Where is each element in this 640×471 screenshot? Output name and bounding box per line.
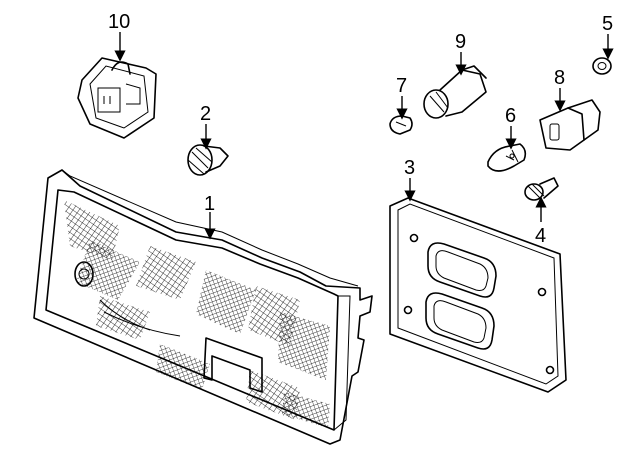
wedge-bulb-part (389, 115, 413, 135)
connector-bracket-part (77, 57, 157, 139)
leader-lines (114, 32, 614, 240)
socket-bulb-part (423, 65, 487, 119)
callout-7: 7 (396, 75, 407, 97)
bulb-part (487, 143, 527, 172)
callout-9: 9 (455, 31, 466, 53)
callout-1: 1 (204, 193, 215, 215)
callout-3: 3 (404, 157, 415, 179)
callout-5: 5 (602, 13, 613, 35)
callout-6: 6 (505, 105, 516, 127)
callout-4: 4 (535, 225, 546, 247)
push-retainer-part (524, 177, 559, 201)
tail-lamp-housing (33, 169, 373, 445)
callouts: 1 2 3 4 5 6 7 8 9 10 (108, 11, 613, 247)
grommet-nut-part (592, 57, 612, 75)
callout-2: 2 (200, 103, 211, 125)
callout-10: 10 (108, 11, 130, 33)
socket-part (539, 99, 601, 151)
clip-part (187, 144, 229, 176)
callout-8: 8 (554, 67, 565, 89)
